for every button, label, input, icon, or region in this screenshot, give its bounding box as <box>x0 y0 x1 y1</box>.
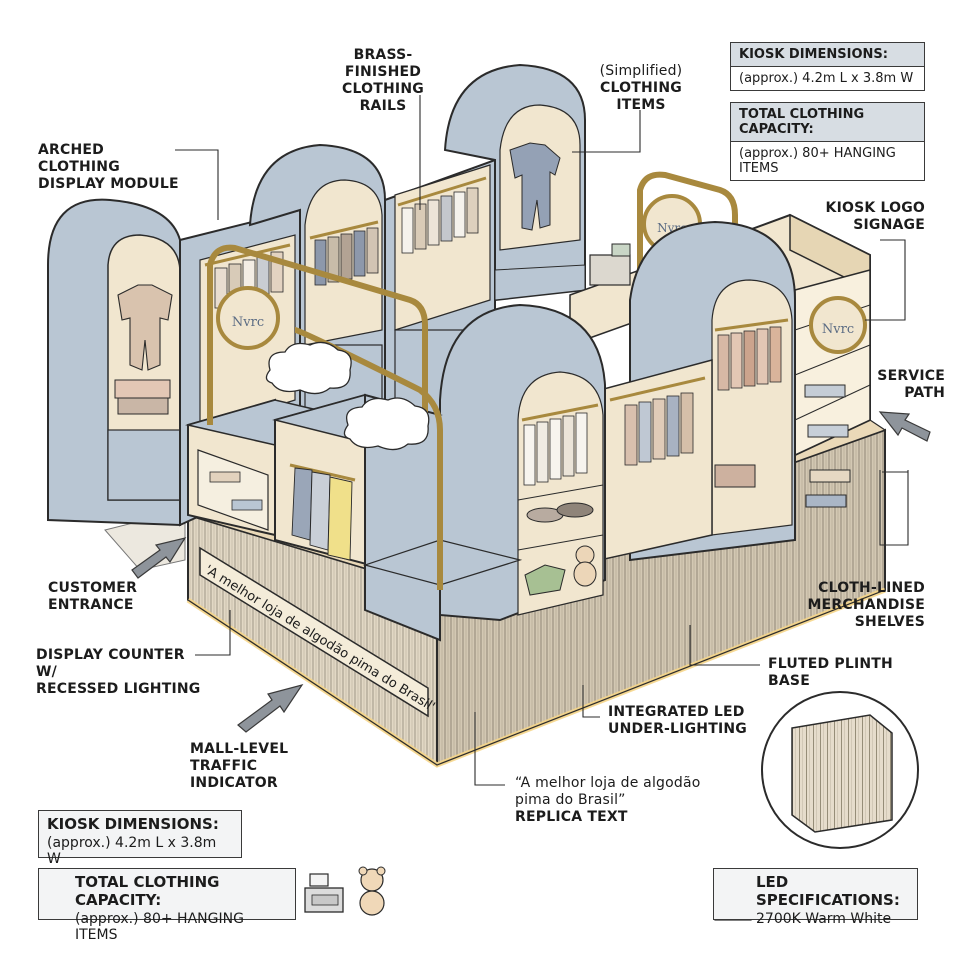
front-right-modules <box>439 220 796 622</box>
spec-box-dimensions-top: KIOSK DIMENSIONS: (approx.) 4.2m L x 3.8… <box>730 42 925 91</box>
legend-dimensions: KIOSK DIMENSIONS: (approx.) 4.2m L x 3.8… <box>38 810 242 867</box>
teddy-bear-icon <box>358 866 386 916</box>
brass-hoop-left: Nvrc <box>207 244 443 590</box>
traffic-arrow <box>237 684 304 733</box>
right-logo-text: Nvrc <box>822 322 854 337</box>
service-arrow <box>878 411 931 442</box>
legend-led-spec: LED SPECIFICATIONS: 2700K Warm White <box>713 868 918 927</box>
cash-counter <box>569 243 641 347</box>
leader-lines <box>175 95 909 786</box>
callout-display-counter: DISPLAY COUNTER W/RECESSED LIGHTING <box>36 647 201 697</box>
legend-capacity: TOTAL CLOTHING CAPACITY: (approx.) 80+ H… <box>38 868 296 943</box>
entrance-arrow <box>131 537 187 579</box>
left-logo-text: Nvrc <box>232 315 264 330</box>
spec-box-capacity-top: TOTAL CLOTHING CAPACITY: (approx.) 80+ H… <box>730 102 925 181</box>
cash-register-icon <box>304 873 344 913</box>
fluted-sample-inset <box>761 691 919 849</box>
callout-plinth: FLUTED PLINTH BASE <box>768 656 893 689</box>
arrows <box>131 411 931 733</box>
